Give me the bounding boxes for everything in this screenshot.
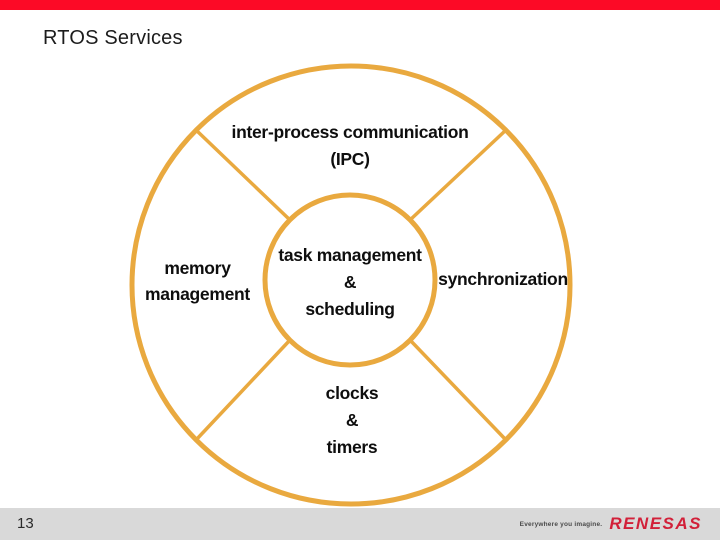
label-line: clocks bbox=[325, 383, 379, 403]
brand-block: Everywhere you imagine. RENESAS bbox=[520, 514, 702, 534]
label-line: management bbox=[145, 284, 250, 304]
divider-line-top-right bbox=[408, 128, 508, 222]
outer-ring-circle bbox=[129, 63, 573, 507]
divider-line-bottom-left bbox=[194, 338, 292, 442]
label-line: & bbox=[345, 410, 359, 430]
footer-bar: 13 Everywhere you imagine. RENESAS bbox=[0, 508, 720, 540]
label-line: timers bbox=[326, 437, 378, 457]
center-hub-circle bbox=[262, 192, 438, 368]
label-inter-process-communication: inter-process communication (IPC) bbox=[180, 119, 520, 173]
label-synchronization: synchronization bbox=[430, 266, 576, 292]
label-line: inter-process communication bbox=[231, 122, 469, 142]
page-number: 13 bbox=[17, 515, 34, 532]
divider-line-top-left bbox=[194, 128, 292, 222]
renesas-logo: RENESAS bbox=[609, 514, 702, 533]
label-line: synchronization bbox=[438, 269, 568, 289]
divider-line-bottom-right bbox=[408, 338, 508, 442]
brand-tagline: Everywhere you imagine. bbox=[519, 520, 603, 528]
slide-title: RTOS Services bbox=[43, 27, 183, 49]
label-clocks-timers: clocks & timers bbox=[292, 380, 412, 461]
label-task-management-scheduling: task management & scheduling bbox=[262, 242, 438, 323]
label-memory-management: memory management bbox=[110, 255, 285, 307]
label-line: scheduling bbox=[305, 299, 395, 319]
label-line: task management bbox=[278, 245, 422, 265]
label-line: (IPC) bbox=[330, 149, 370, 169]
label-line: memory bbox=[164, 258, 231, 278]
top-accent-bar bbox=[0, 0, 720, 10]
label-line: & bbox=[343, 272, 357, 292]
